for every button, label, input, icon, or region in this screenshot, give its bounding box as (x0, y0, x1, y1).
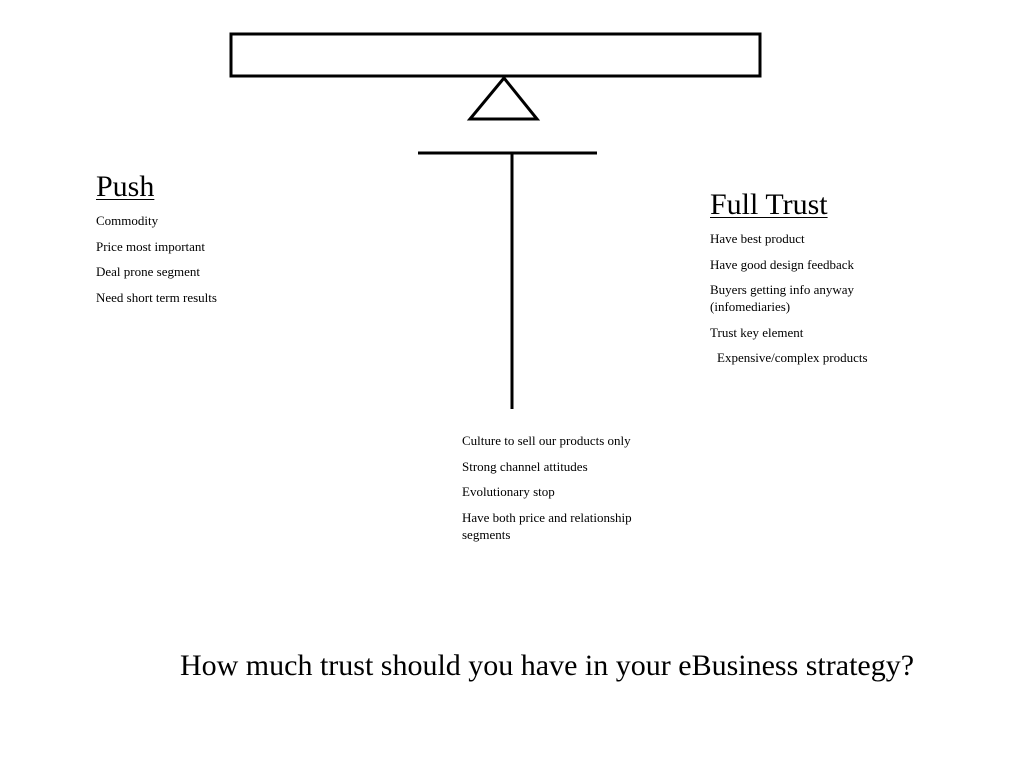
middle-item: Strong channel attitudes (462, 458, 588, 474)
push-item: Need short term results (96, 289, 217, 305)
full-trust-list: Have best product Have good design feedb… (710, 230, 910, 366)
balance-fulcrum (466, 75, 541, 121)
push-section: Push Commodity Price most important Deal… (96, 172, 336, 314)
push-list: Commodity Price most important Deal pron… (96, 212, 336, 306)
middle-item: Have both price and relationship segment… (462, 509, 632, 542)
push-item: Price most important (96, 238, 206, 254)
question-title: How much trust should you have in your e… (179, 649, 915, 682)
middle-item: Culture to sell our products only (462, 433, 631, 448)
full-trust-item: Buyers getting info anyway (infomediarie… (710, 282, 855, 315)
push-item: Commodity (96, 213, 159, 228)
full-trust-section: Full Trust Have best product Have good d… (710, 190, 910, 375)
middle-section: Culture to sell our products only Strong… (462, 432, 677, 551)
push-item: Deal prone segment (96, 264, 200, 280)
push-heading: Push (96, 170, 155, 203)
full-trust-item: Expensive/complex products (717, 350, 868, 366)
middle-item: Evolutionary stop (462, 484, 555, 500)
full-trust-item: Trust key element (710, 324, 804, 340)
balance-beam (229, 32, 762, 78)
full-trust-item: Have good design feedback (710, 256, 855, 272)
full-trust-item: Have best product (710, 231, 805, 246)
middle-list: Culture to sell our products only Strong… (462, 432, 677, 543)
full-trust-heading: Full Trust (710, 188, 828, 221)
